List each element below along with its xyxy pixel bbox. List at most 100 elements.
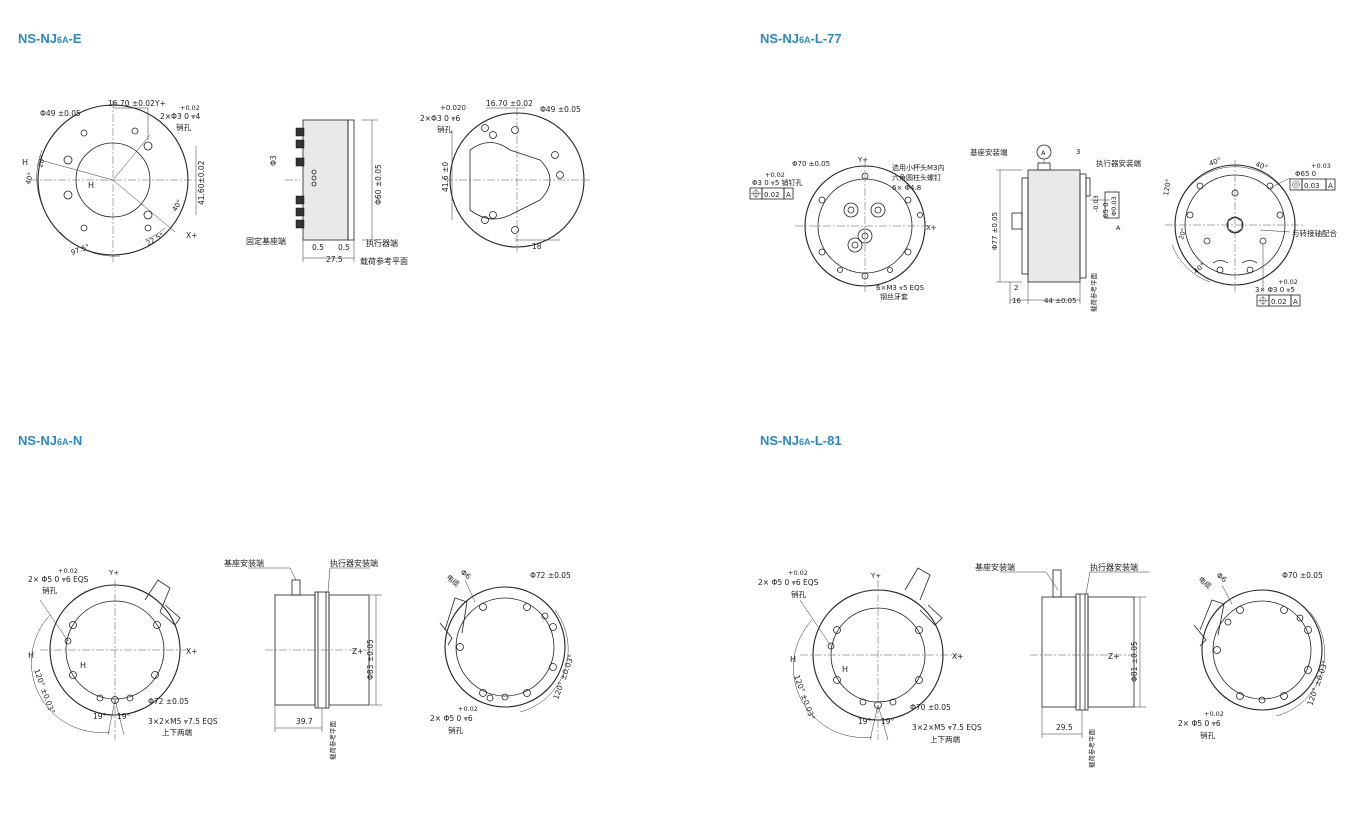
- l81-dim-15: 执行器安装端: [1090, 562, 1138, 572]
- l77-dim-17: Φ77 ±0.05: [991, 212, 999, 250]
- panel-l77-front-view: [795, 160, 935, 292]
- l77-dim-29: Φ65 0: [1295, 170, 1316, 178]
- l81-dim-6: H: [842, 665, 848, 674]
- l77-dim-9: A: [786, 191, 791, 199]
- n-dim-22: Φ72 ±0.05: [530, 571, 571, 580]
- l81-dim-4: Y+: [870, 572, 881, 580]
- l81-dim-23: 120° ±0.03°: [1305, 659, 1330, 707]
- n-dim-4: Y+: [108, 569, 119, 577]
- l81-dim-25: 2× Φ5 0 ⩔6: [1178, 719, 1221, 728]
- n-dim-21: 电缆: [445, 573, 462, 589]
- panel-title-e: NS-NJ6A-E: [18, 31, 82, 46]
- e-dim-24: +0.020: [440, 104, 466, 112]
- l77-dim-39: A: [1293, 298, 1298, 306]
- n-dim-15: 执行器安装端: [330, 558, 378, 568]
- l77-dim-18: -0.03: [1092, 195, 1100, 212]
- l77-dim-3: 选用小杯头M3内: [892, 163, 945, 172]
- panel-title-n: NS-NJ6A-N: [18, 433, 83, 448]
- e-dim-16: Φ3: [269, 155, 278, 166]
- e-dim-12: 41.60±0.02: [197, 160, 206, 205]
- l81-dim-7: X+: [952, 652, 963, 661]
- l81-dim-12: 3×2×M5 ⩔7.5 EQS: [912, 723, 982, 732]
- panel-e-back-view: [445, 107, 590, 252]
- e-dim-5: 2×Φ3 0 ⩔4: [160, 112, 201, 121]
- n-dim-24: +0.02: [458, 705, 478, 713]
- e-dim-21: 0.5: [338, 243, 350, 252]
- l77-dim-21: A: [1116, 224, 1121, 232]
- l81-dim-11: 19°: [881, 717, 895, 726]
- n-dim-10: 19°: [93, 712, 107, 721]
- l77-dim-8: 0.02: [764, 191, 780, 199]
- l77-dim-26: 40°: [1208, 156, 1222, 168]
- l81-dim-24: +0.02: [1204, 710, 1224, 718]
- e-dim-29: 41.6 ±0: [441, 162, 450, 192]
- l81-dim-10: 19°: [858, 717, 872, 726]
- l81-dim-19: 载荷参考平面: [1087, 729, 1096, 769]
- l77-dim-32: 120°: [1162, 178, 1173, 196]
- e-dim-30: 18: [532, 242, 542, 251]
- l77-dim-35: 与转接轴配合: [1292, 228, 1337, 238]
- l81-dim-3: 销孔: [791, 589, 806, 599]
- l77-dim-38: 0.02: [1271, 298, 1287, 306]
- n-dim-8: 120° ±0.03°: [32, 668, 57, 716]
- l81-dim-9: Φ70 ±0.05: [910, 703, 951, 712]
- l77-dim-5: 6× Φ4.8: [892, 184, 921, 192]
- e-dim-10: 20°: [36, 154, 47, 168]
- l77-dim-33: 20°: [1177, 227, 1188, 240]
- e-dim-22: 27.5: [326, 255, 343, 264]
- panel-l81-side-view: [1000, 569, 1150, 738]
- l81-dim-26: 销孔: [1200, 730, 1216, 740]
- panel-n-side-view: [248, 567, 382, 732]
- panel-l81-front-view: [793, 567, 960, 741]
- panel-title-l81: NS-NJ6A-L-81: [760, 433, 842, 448]
- l77-dim-34: 40°: [1192, 261, 1207, 275]
- l81-dim-1: +0.02: [788, 569, 808, 577]
- panel-e-front-view: [30, 100, 200, 262]
- l77-dim-19: 65 0: [1102, 202, 1110, 218]
- n-dim-1: +0.02: [58, 567, 78, 575]
- e-dim-1: 16.70 ±0.02: [108, 99, 155, 108]
- l81-dim-8: 120° ±0.03°: [792, 674, 817, 722]
- e-dim-13: X+: [186, 231, 197, 240]
- l77-dim-36: +0.02: [1278, 278, 1298, 286]
- l77-dim-27: 40°: [1254, 160, 1268, 172]
- l81-dim-17: Φ81 ±0.05: [1130, 641, 1139, 682]
- e-dim-28: Φ49 ±0.05: [540, 105, 581, 114]
- l81-dim-16: Z+: [1108, 652, 1119, 661]
- l77-dim-22: 2: [1014, 284, 1018, 292]
- e-dim-2: Y+: [154, 99, 166, 108]
- l77-dim-16: 执行器安装端: [1096, 158, 1141, 168]
- l77-dim-10: X+: [926, 224, 937, 232]
- l77-dim-11: 6×M3 ⩔5 EQS: [876, 284, 925, 292]
- e-dim-27: 16.70 ±0.02: [486, 99, 533, 108]
- l77-dim-20: Φ0.03: [1110, 196, 1118, 216]
- l77-dim-37: 3× Φ3 0 ⩔5: [1255, 286, 1295, 294]
- e-dim-6: 销孔: [176, 122, 191, 132]
- panel-l77-side-view: [996, 144, 1120, 304]
- l77-dim-30: 0.03: [1304, 182, 1320, 190]
- n-dim-26: 销孔: [448, 725, 463, 735]
- n-dim-2: 2× Φ5 0 ⩔6 EQS: [28, 575, 89, 584]
- l81-dim-20: Φ6: [1215, 571, 1229, 585]
- l77-dim-7: Φ3 0 ⩔5 销钉孔: [752, 178, 803, 187]
- e-dim-4: +0.02: [180, 104, 200, 112]
- n-dim-20: Φ6: [459, 568, 473, 582]
- n-dim-19: 载荷参考平面: [328, 721, 337, 761]
- l77-dim-31: A: [1328, 182, 1333, 190]
- panel-e-side-view: [285, 119, 378, 262]
- panel-l81-back-view: [1193, 584, 1325, 717]
- l77-dim-1: Φ70 ±0.05: [792, 160, 830, 168]
- l77-fcf-2: [1289, 178, 1336, 191]
- panel-n-back-view: [439, 579, 569, 713]
- e-dim-8: H: [88, 181, 94, 190]
- l77-dim-6: +0.02: [765, 171, 785, 179]
- e-dim-26: 销孔: [437, 124, 452, 134]
- n-dim-6: H: [80, 661, 86, 670]
- n-dim-9: Φ72 ±0.05: [148, 697, 189, 706]
- l77-dim-25: 载荷参考平面: [1089, 273, 1098, 313]
- l77-dim-12: 钢丝牙套: [880, 292, 908, 301]
- l81-dim-22: Φ70 ±0.05: [1282, 571, 1323, 580]
- panel-n-front-view: [31, 579, 190, 740]
- l81-dim-18: 29.5: [1056, 723, 1073, 732]
